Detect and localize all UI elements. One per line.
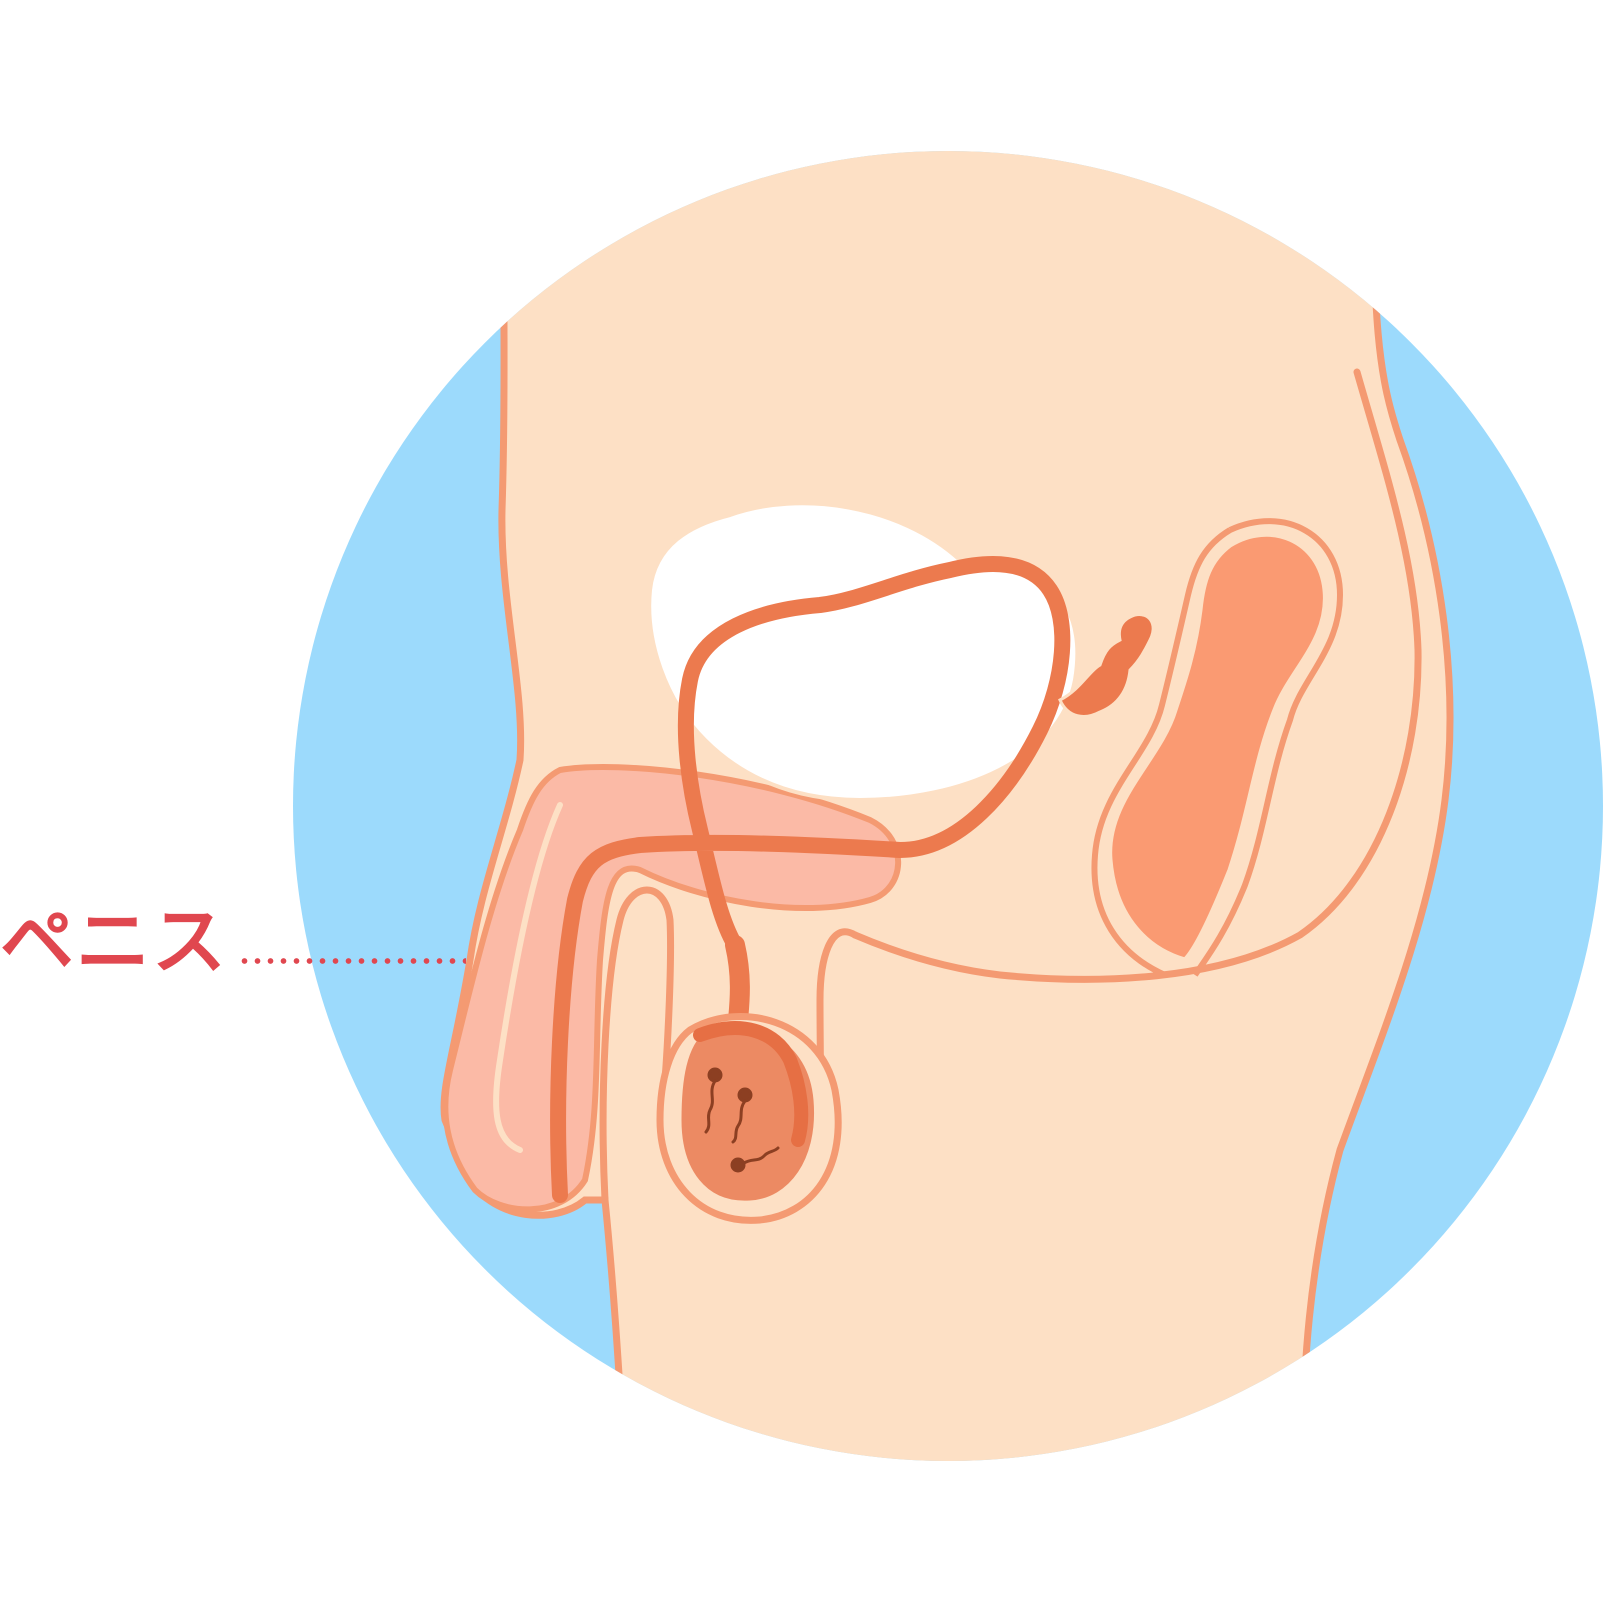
rectum xyxy=(1107,531,1328,963)
buttock-contour xyxy=(851,368,1422,983)
sperm-cells xyxy=(704,1067,780,1173)
label-penis: ペニス xyxy=(0,899,228,985)
label-leader-line xyxy=(238,958,466,964)
spermatic-cord xyxy=(725,935,750,1030)
seminal-vesicle xyxy=(1058,613,1155,718)
rectum-outline xyxy=(1091,518,1344,978)
epididymis xyxy=(693,1021,809,1147)
urethra xyxy=(550,556,1071,1203)
penis-highlight xyxy=(493,802,563,1153)
bladder xyxy=(647,501,1080,803)
